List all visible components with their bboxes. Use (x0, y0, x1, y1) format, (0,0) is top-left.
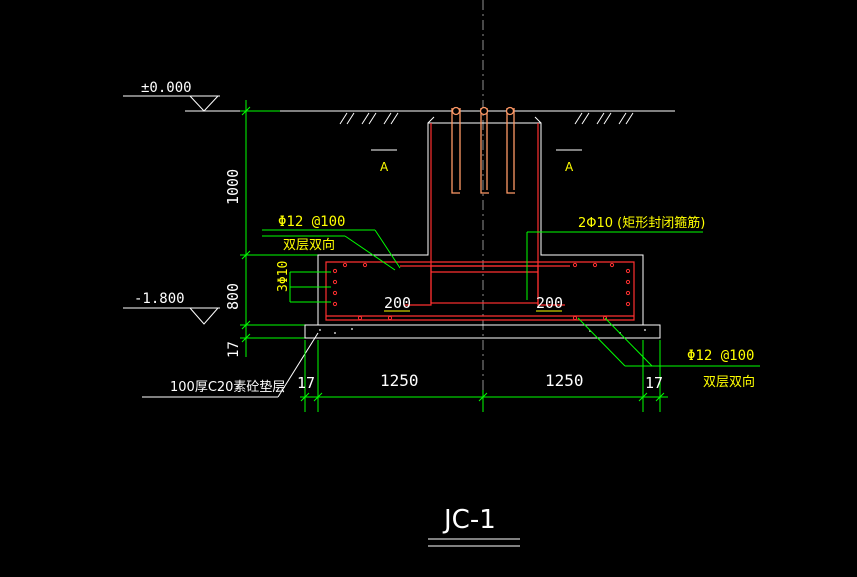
base-rebar-dots (332, 262, 631, 321)
column-bar-caps (451, 106, 515, 116)
dim-pier-height: 1000 (224, 169, 242, 205)
dim-right-half: 1250 (545, 371, 584, 390)
horizontal-dimension (300, 340, 668, 412)
level-bottom-label: -1.800 (134, 291, 185, 307)
pier-rebar (400, 123, 570, 306)
vertical-dimension (240, 100, 320, 357)
section-mark-left-label: A (380, 160, 389, 174)
section-mark-right-label: A (565, 160, 574, 174)
cushion-hatch (319, 328, 646, 334)
pier-top-right-chamfer (534, 116, 542, 124)
dim-right-offset: 17 (645, 374, 663, 392)
column-bars (451, 108, 515, 194)
side-bars-label: 3Φ10 (276, 261, 291, 292)
level-marker-top (123, 95, 220, 112)
top-mesh-desc: 双层双向 (283, 237, 335, 253)
side-bars-leader (289, 271, 331, 303)
bottom-mesh-leader (577, 317, 760, 367)
dim-200-right: 200 (536, 294, 563, 312)
top-mesh-label: Φ12 @100 (278, 214, 345, 230)
stirrup-label: 2Φ10 (矩形封闭箍筋) (578, 215, 705, 231)
pier-top-left-chamfer (427, 116, 435, 124)
dim-200-left: 200 (384, 294, 411, 312)
cushion-leader (142, 332, 319, 398)
soil-hatch-left (339, 112, 399, 125)
stirrup-leader (526, 231, 703, 300)
cushion-layer (304, 324, 661, 339)
dim-cushion-thickness: 17 (226, 341, 242, 358)
drawing-title: JC-1 (442, 505, 496, 535)
dim-left-offset: 17 (297, 374, 315, 392)
bottom-mesh-label: Φ12 @100 (687, 348, 754, 364)
dim-base-height: 800 (224, 283, 242, 310)
cushion-note: 100厚C20素砼垫层 (170, 379, 285, 395)
bottom-mesh-desc: 双层双向 (703, 374, 755, 390)
base-rebar (325, 261, 635, 321)
dim-left-half: 1250 (380, 371, 419, 390)
level-top-label: ±0.000 (141, 80, 192, 96)
soil-hatch-right (574, 112, 634, 125)
top-mesh-leader (262, 229, 401, 271)
level-marker-bottom (123, 307, 220, 325)
